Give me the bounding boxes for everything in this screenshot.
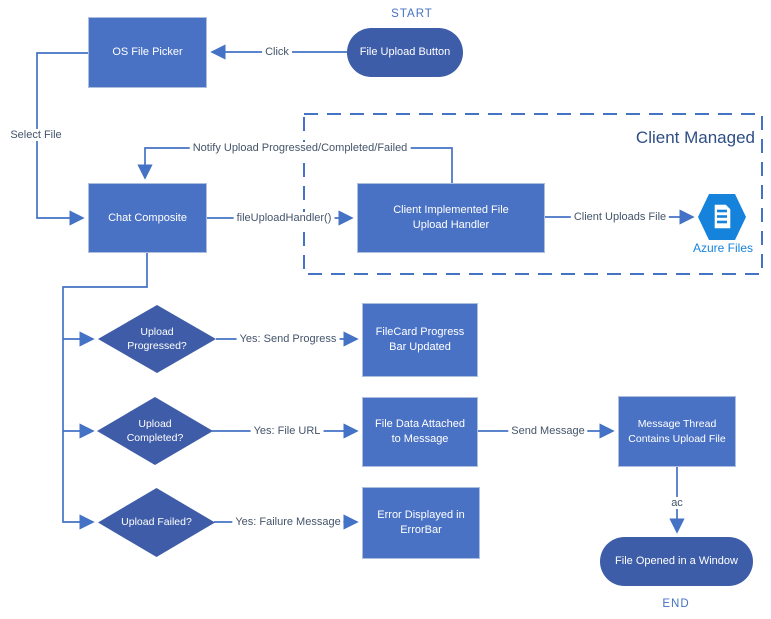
node-client-handler[interactable]: Client Implemented File Upload Handler — [357, 183, 545, 253]
azure-files-icon[interactable] — [697, 193, 747, 241]
node-file-upload-button[interactable]: File Upload Button — [347, 28, 463, 77]
client-managed-container-border — [303, 113, 763, 275]
edge-label-client-uploads-file: Client Uploads File — [570, 211, 670, 223]
edge-label-notify: Notify Upload Progressed/Completed/Faile… — [189, 142, 411, 154]
azure-files-caption: Azure Files — [692, 241, 754, 255]
node-os-file-picker[interactable]: OS File Picker — [88, 17, 207, 88]
edge-label-fileuploadhandler: fileUploadHandler() — [233, 212, 335, 224]
edge-label-yes-send-progress: Yes: Send Progress — [236, 333, 340, 345]
node-error-displayed[interactable]: Error Displayed in ErrorBar — [362, 487, 480, 559]
edge-label-click: Click — [262, 46, 292, 58]
node-chat-composite[interactable]: Chat Composite — [88, 183, 207, 253]
edge-label-select-file: Select File — [7, 129, 65, 141]
edge-label-yes-file-url: Yes: File URL — [250, 425, 324, 437]
edge-label-send-message: Send Message — [508, 425, 588, 437]
node-file-data-attached[interactable]: File Data Attached to Message — [362, 397, 478, 467]
node-message-thread[interactable]: Message Thread Contains Upload File — [618, 396, 736, 467]
node-file-opened[interactable]: File Opened in a Window — [600, 537, 753, 586]
node-filecard-progress[interactable]: FileCard Progress Bar Updated — [362, 303, 478, 377]
end-label: END — [662, 598, 690, 610]
edge-label-ac: ac — [668, 497, 686, 509]
client-managed-label: Client Managed — [635, 128, 755, 147]
start-label: START — [391, 8, 433, 20]
edge-label-yes-failure-message: Yes: Failure Message — [232, 516, 344, 528]
